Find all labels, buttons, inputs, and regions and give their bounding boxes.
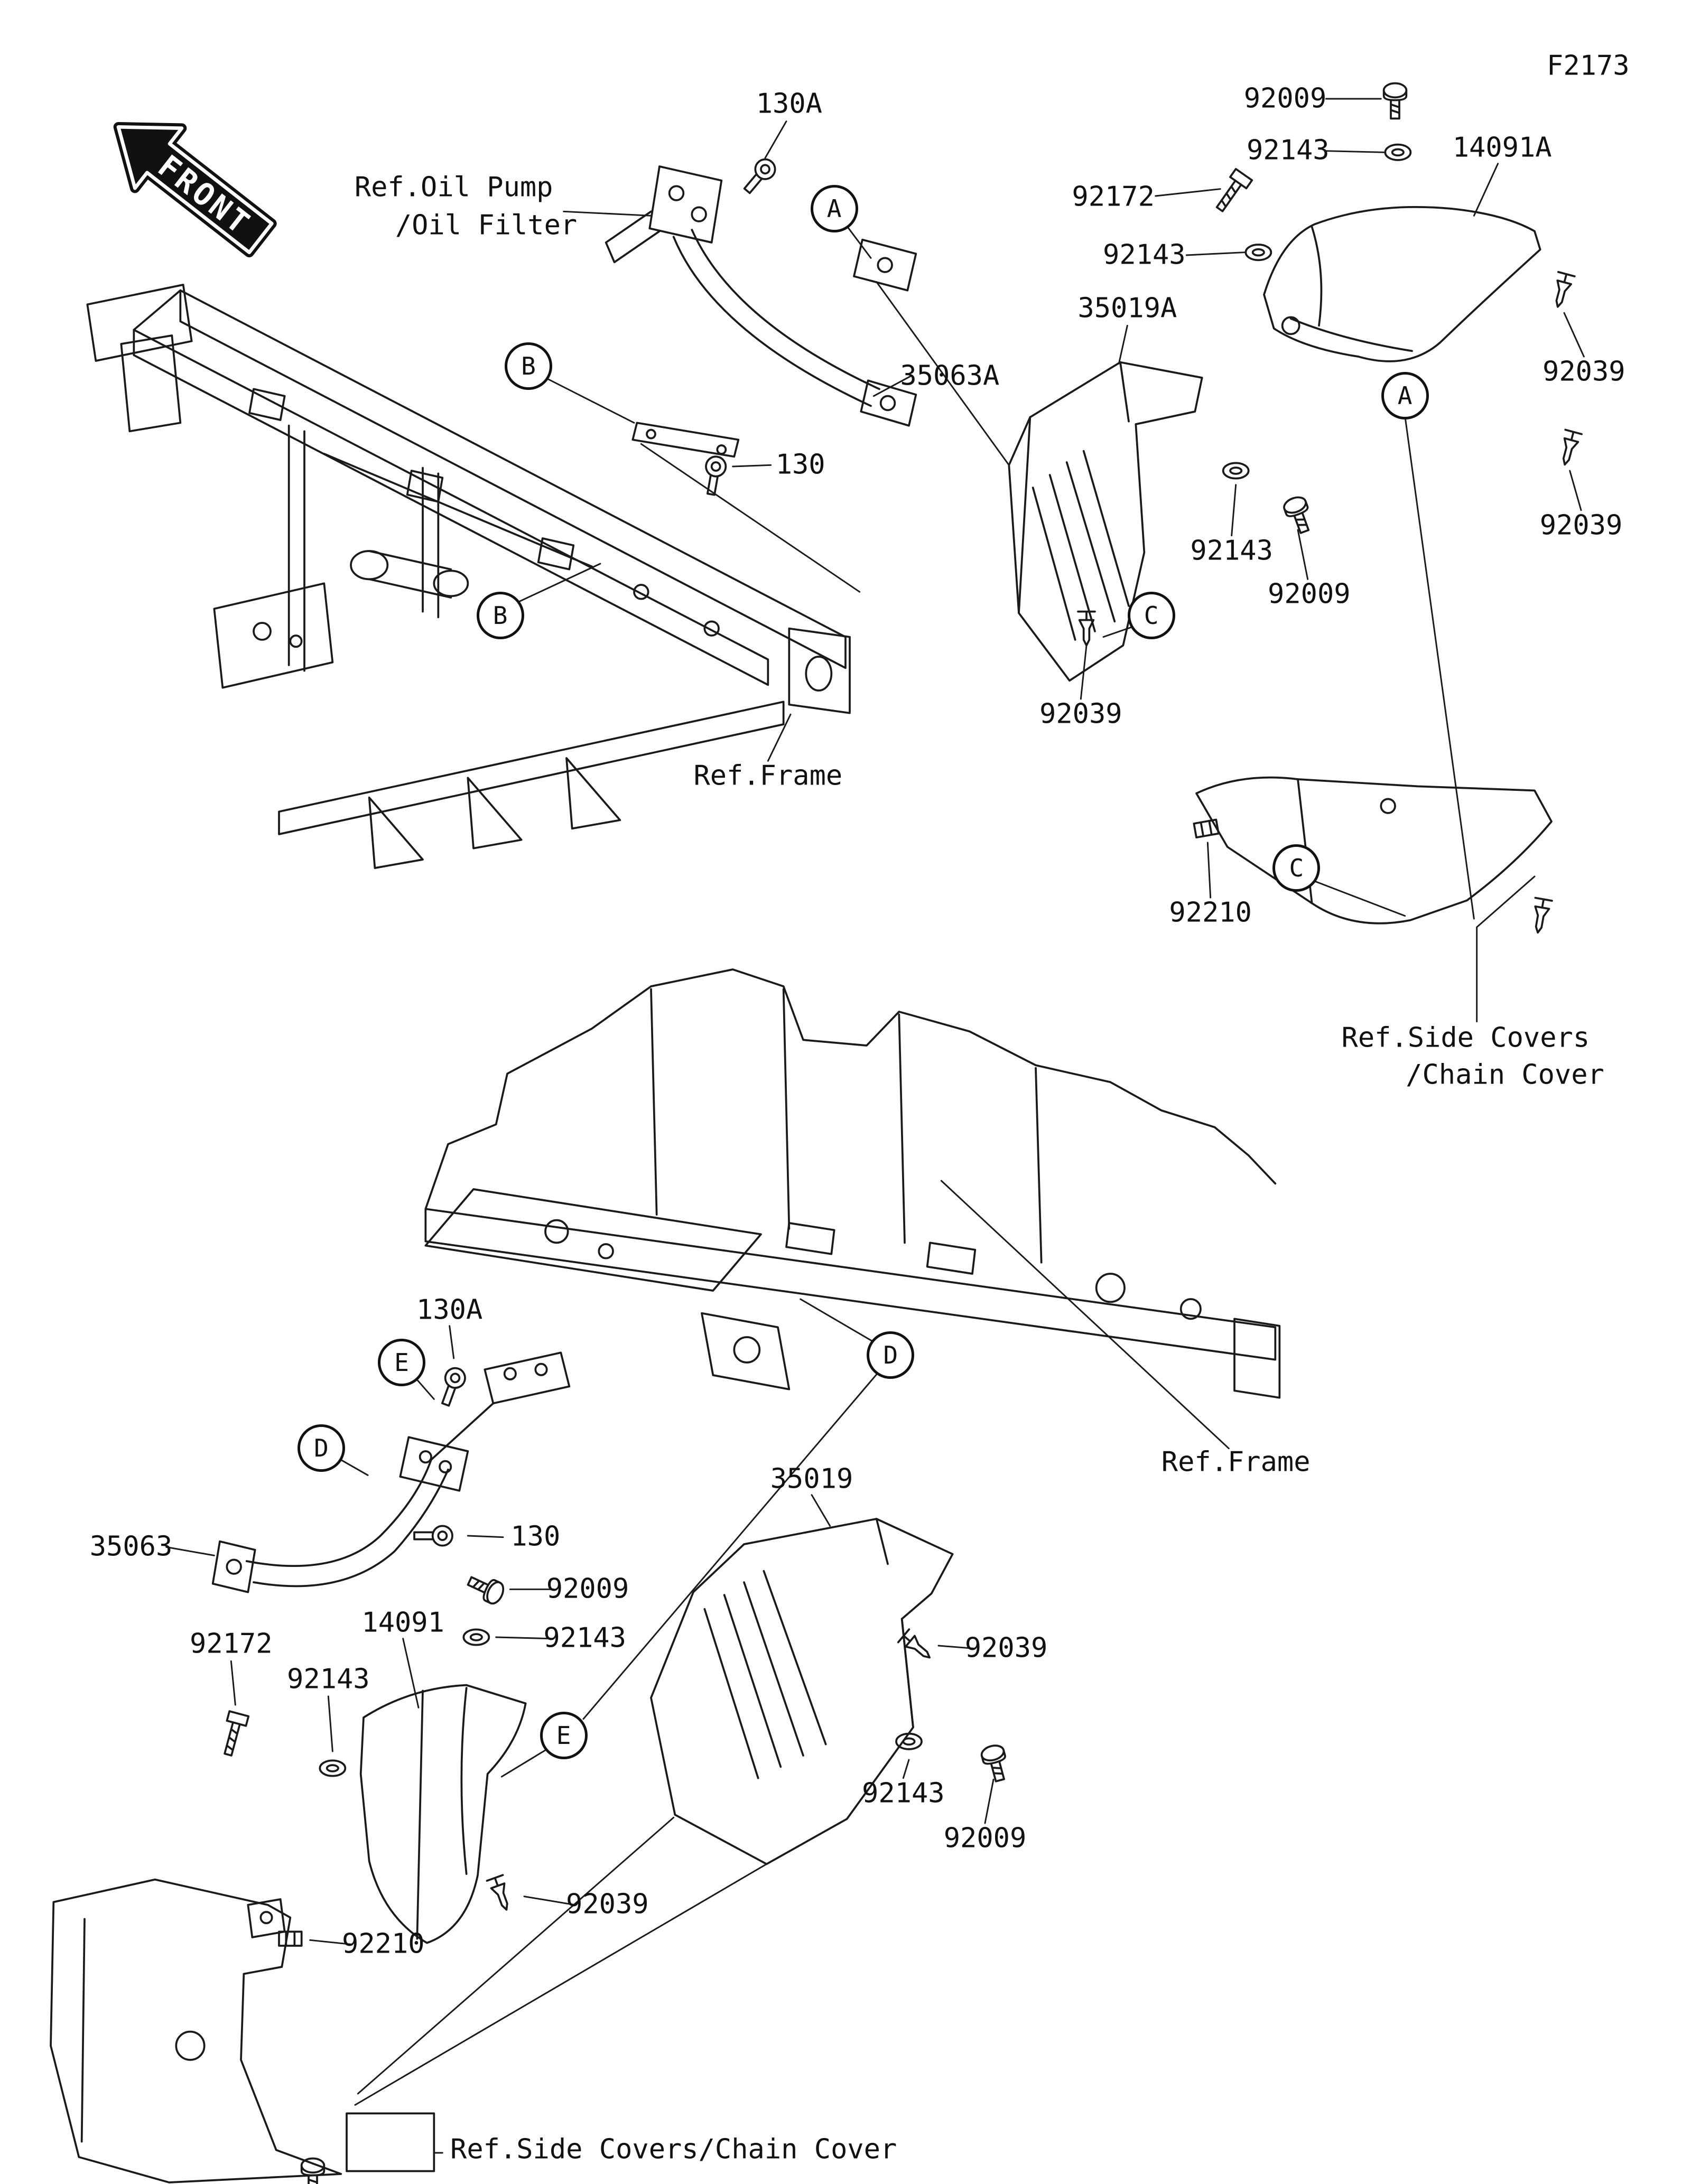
callout-92009-lower-1: 92009 xyxy=(546,1573,629,1605)
callout-92143-upper-2: 92143 xyxy=(1103,239,1186,271)
callout-ref-side-covers-line1: Ref.Side Covers xyxy=(1341,1022,1590,1054)
upper-leader-lines xyxy=(515,98,1585,1023)
callout-ref-frame-lower: Ref.Frame xyxy=(1161,1446,1311,1478)
lower-leader-lines xyxy=(165,1180,1230,2154)
balloon-b-2: B xyxy=(476,592,524,640)
bracket-35063 xyxy=(211,1351,571,1593)
balloon-c-1: C xyxy=(1127,592,1175,640)
cover-14091a xyxy=(1263,206,1541,362)
side-panel-35019a xyxy=(1008,361,1203,682)
balloon-b-1: B xyxy=(505,342,552,390)
callout-92143-lower-2: 92143 xyxy=(287,1663,370,1695)
callout-92210-lower: 92210 xyxy=(342,1928,425,1960)
page-code: F2173 xyxy=(1547,50,1630,82)
callout-92172-lower: 92172 xyxy=(190,1628,273,1660)
callout-35019: 35019 xyxy=(770,1463,853,1495)
callout-92143-lower-3: 92143 xyxy=(862,1777,945,1809)
callout-92009-lower-2: 92009 xyxy=(943,1822,1027,1854)
callout-130-lower: 130 xyxy=(510,1520,561,1553)
callout-ref-frame-upper: Ref.Frame xyxy=(693,760,843,792)
callout-ref-oil-pump-line1: Ref.Oil Pump xyxy=(354,171,553,203)
balloon-d-1: D xyxy=(298,1424,345,1472)
callout-92143-lower-1: 92143 xyxy=(543,1622,626,1654)
callout-92039-upper-3: 92039 xyxy=(1039,698,1122,730)
balloon-a-1: A xyxy=(810,184,858,232)
upper-frame xyxy=(86,284,851,869)
callout-14091: 14091 xyxy=(361,1607,444,1639)
callout-35063: 35063 xyxy=(89,1530,173,1563)
callout-92210-upper: 92210 xyxy=(1169,897,1252,929)
callout-92039-lower-2: 92039 xyxy=(566,1888,649,1920)
callout-130a-lower: 130A xyxy=(416,1294,483,1326)
callout-ref-oil-pump-line2: /Oil Filter xyxy=(395,209,578,241)
callout-130-upper: 130 xyxy=(775,449,825,481)
callout-92039-upper-1: 92039 xyxy=(1543,356,1625,388)
balloon-c-2: C xyxy=(1272,844,1321,892)
balloon-a-2: A xyxy=(1381,372,1429,420)
bottom-left-side-cover xyxy=(50,1878,435,2183)
balloon-e-2: E xyxy=(540,1712,588,1760)
callout-92172-upper: 92172 xyxy=(1072,181,1155,213)
callout-ref-side-covers-line2: /Chain Cover xyxy=(1406,1059,1604,1091)
callout-92009-upper-2: 92009 xyxy=(1268,578,1351,610)
callout-92039-lower-1: 92039 xyxy=(964,1632,1048,1664)
callout-35063a: 35063A xyxy=(900,360,1000,392)
callout-ref-side-covers-lower: Ref.Side Covers/Chain Cover xyxy=(450,2133,897,2166)
callout-92143-upper-1: 92143 xyxy=(1247,134,1330,166)
lower-frame xyxy=(424,968,1281,1399)
callout-14091a: 14091A xyxy=(1452,132,1552,164)
callout-92009-upper-1: 92009 xyxy=(1243,82,1327,115)
cover-14091 xyxy=(359,1684,527,1944)
callout-92039-upper-2: 92039 xyxy=(1539,509,1623,542)
balloon-e-1: E xyxy=(378,1338,425,1386)
callout-35019a: 35019A xyxy=(1077,292,1177,324)
oil-pump-bracket-35063a xyxy=(605,165,917,458)
callout-130a-upper: 130A xyxy=(756,88,822,120)
callout-92143-upper-3: 92143 xyxy=(1190,535,1273,567)
balloon-d-2: D xyxy=(867,1331,915,1379)
